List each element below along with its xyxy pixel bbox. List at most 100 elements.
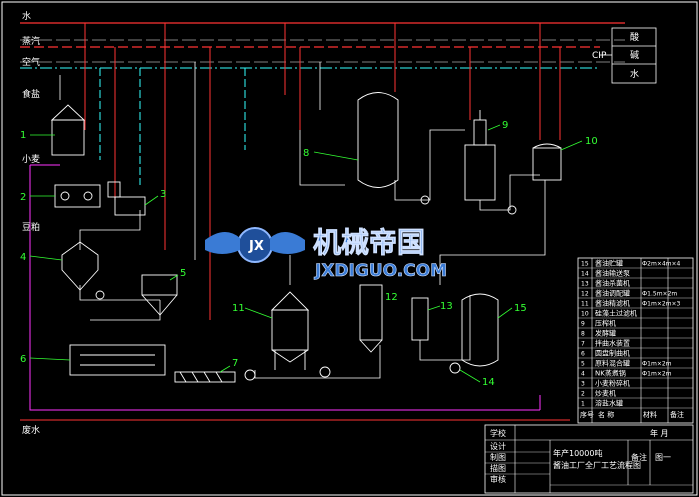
utility-lines xyxy=(20,22,625,69)
title-block xyxy=(484,424,694,494)
parts-row-no: 2 xyxy=(581,391,585,398)
parts-row-spec: Ф1m×2m×3 xyxy=(642,301,681,308)
press-machine xyxy=(464,144,496,201)
header-no: 序号 xyxy=(580,410,594,419)
utility-drops xyxy=(84,23,561,320)
sterilizer xyxy=(411,297,429,341)
callout-12: 12 xyxy=(385,292,398,303)
callout-8: 8 xyxy=(303,148,309,159)
title-review: 审核 xyxy=(490,474,506,484)
parts-row-spec: Ф1m×2m xyxy=(642,361,672,368)
parts-row-name: 酱油调配罐 xyxy=(595,289,630,298)
parts-row-name: 硅藻土过滤机 xyxy=(595,309,637,318)
fine-filter xyxy=(271,309,309,351)
parts-row-name: 酱油杀菌机 xyxy=(595,279,630,288)
parts-row-no: 15 xyxy=(581,261,589,268)
parts-row-spec: Ф1.5m×2m xyxy=(642,291,677,298)
parts-row-name: 溶盐水罐 xyxy=(595,399,623,408)
cip-acid-label: 酸 xyxy=(630,32,639,43)
callout-2: 2 xyxy=(20,192,26,203)
parts-row-name: NK蒸煮锅 xyxy=(595,369,626,378)
input-wheat-label: 小麦 xyxy=(22,153,40,165)
air-drops xyxy=(99,68,246,185)
parts-row-no: 3 xyxy=(581,381,585,388)
parts-row-no: 11 xyxy=(581,301,589,308)
callout-7: 7 xyxy=(232,358,238,369)
pump xyxy=(95,290,105,300)
parts-row-name: 发酵罐 xyxy=(595,329,616,338)
title-school: 学校 xyxy=(490,428,506,438)
watermark-en: JXDIGUO.COM xyxy=(314,261,447,281)
header-remark: 备注 xyxy=(670,410,684,419)
watermark-logo: JX xyxy=(205,227,305,263)
sauce-pump xyxy=(449,362,461,374)
title-date: 年 月 xyxy=(650,428,669,438)
callout-10: 10 xyxy=(585,136,598,147)
pump xyxy=(319,366,331,378)
parts-row-no: 4 xyxy=(581,371,585,378)
screw-conveyor xyxy=(174,371,236,383)
title-check: 描图 xyxy=(490,463,506,473)
waste-water-label: 废水 xyxy=(22,424,40,436)
parts-row-no: 9 xyxy=(581,321,585,328)
utility-air-label: 空气 xyxy=(22,56,40,68)
parts-row-no: 1 xyxy=(581,401,585,408)
callout-5: 5 xyxy=(180,268,186,279)
equipment xyxy=(50,92,562,383)
parts-row-no: 5 xyxy=(581,361,585,368)
parts-row-name: 拌曲水装置 xyxy=(595,339,630,348)
parts-row-name: 炒麦机 xyxy=(595,389,616,398)
parts-row-no: 13 xyxy=(581,281,589,288)
header-material: 材料 xyxy=(643,410,657,419)
callout-3: 3 xyxy=(160,189,166,200)
watermark-cn: 机械帝国 xyxy=(313,226,425,259)
salt-tank-cone xyxy=(50,104,86,121)
parts-row-no: 12 xyxy=(581,291,589,298)
pump xyxy=(420,195,430,205)
callout-6: 6 xyxy=(20,354,26,365)
cip-water-label: 水 xyxy=(630,68,639,80)
parts-row-no: 14 xyxy=(581,271,589,278)
svg-text:JX: JX xyxy=(248,239,264,254)
cip-box xyxy=(600,27,657,84)
fermentation-tank xyxy=(357,92,399,188)
callout-13: 13 xyxy=(440,301,453,312)
parts-row-name: 酱油输送泵 xyxy=(595,269,630,278)
utility-cip-label: CIP xyxy=(592,51,607,61)
title-main-2: 酱油工厂全厂工艺流程图 xyxy=(553,460,641,470)
parts-row-no: 7 xyxy=(581,341,585,348)
title-remark: 备注 xyxy=(631,452,647,462)
wheat-crusher xyxy=(114,196,146,216)
nk-cooker xyxy=(61,241,99,291)
parts-row-no: 8 xyxy=(581,331,585,338)
diatomite-filter xyxy=(532,147,562,181)
parts-row-name: 小麦粉碎机 xyxy=(595,379,630,388)
disc-koji-machine xyxy=(69,344,166,376)
blending-tank xyxy=(359,284,383,341)
process-lines xyxy=(59,62,546,379)
callout-14: 14 xyxy=(482,377,495,388)
header-name: 名 称 xyxy=(598,410,614,419)
wheat-roaster xyxy=(54,184,101,208)
utility-water-label: 水 xyxy=(22,10,31,22)
cip-alkali-label: 碱 xyxy=(630,50,639,61)
title-design: 设计 xyxy=(490,441,506,451)
parts-row-name: 圆盘制曲机 xyxy=(595,349,630,358)
utility-steam-label: 蒸汽 xyxy=(22,35,40,47)
parts-row-no: 6 xyxy=(581,351,585,358)
callout-leaders xyxy=(29,124,583,383)
waste-lines xyxy=(29,164,541,411)
parts-row-name: 酱油精滤机 xyxy=(595,299,630,308)
title-draw: 制图 xyxy=(490,452,506,462)
parts-row-name: 压榨机 xyxy=(595,319,616,328)
title-main-1: 年产10000吨 xyxy=(553,448,602,458)
callout-4: 4 xyxy=(20,252,26,263)
input-salt-label: 食盐 xyxy=(22,88,40,100)
parts-row-spec: Ф1m×2m xyxy=(642,371,672,378)
salt-dissolving-tank xyxy=(51,119,85,156)
callout-15: 15 xyxy=(514,303,527,314)
parts-row-name: 酱油贮罐 xyxy=(595,259,623,268)
title-drawing-no: 图一 xyxy=(655,453,671,462)
